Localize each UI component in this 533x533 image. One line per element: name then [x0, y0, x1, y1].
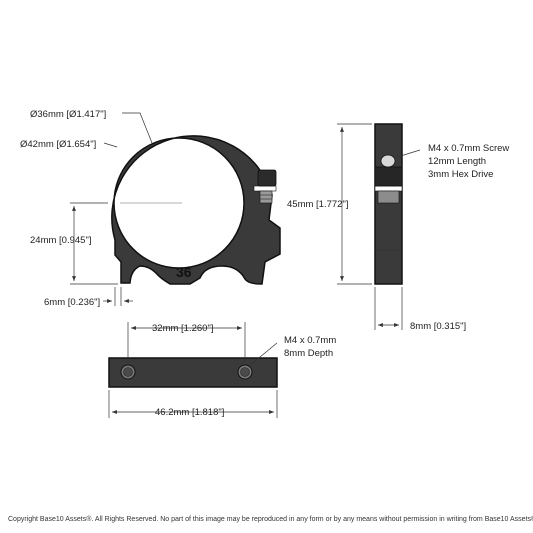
clamp-slot [253, 185, 277, 192]
part-number-label: 36 [176, 264, 192, 280]
total-height-label: 45mm [1.772"] [287, 199, 348, 210]
screw-callout-line2: 12mm Length [428, 156, 486, 167]
side-body [374, 123, 403, 285]
clamp-screw-head [257, 169, 277, 187]
hole-spacing-label: 32mm [1.260"] [152, 323, 213, 334]
bottom-view [108, 357, 278, 388]
mount-hole-right-inner [240, 367, 250, 377]
hex-socket-icon [380, 154, 396, 168]
side-screw-head [374, 166, 403, 187]
outer-diameter-label: Ø42mm [Ø1.654"] [20, 139, 96, 150]
clamp-body [111, 135, 281, 285]
side-view [374, 123, 403, 285]
mount-hole-left-inner [123, 367, 133, 377]
copyright-notice: Copyright Base10 Assets®. All Rights Res… [8, 515, 533, 523]
clamp-screw-thread [259, 190, 273, 204]
front-view: 36 [111, 135, 281, 285]
thickness-label: 8mm [0.315"] [410, 321, 466, 332]
hole-callout-line1: M4 x 0.7mm [284, 335, 336, 346]
hole-callout-line2: 8mm Depth [284, 348, 333, 359]
total-width-label: 46.2mm [1.818"] [155, 407, 224, 418]
center-height-label: 24mm [0.945"] [30, 235, 91, 246]
base-ledge-label: 6mm [0.236"] [44, 297, 100, 308]
side-screw-thread [377, 190, 400, 204]
screw-callout-line1: M4 x 0.7mm Screw [428, 143, 509, 154]
inner-diameter-label: Ø36mm [Ø1.417"] [30, 109, 106, 120]
side-slot [374, 185, 403, 192]
screw-callout-line3: 3mm Hex Drive [428, 169, 493, 180]
